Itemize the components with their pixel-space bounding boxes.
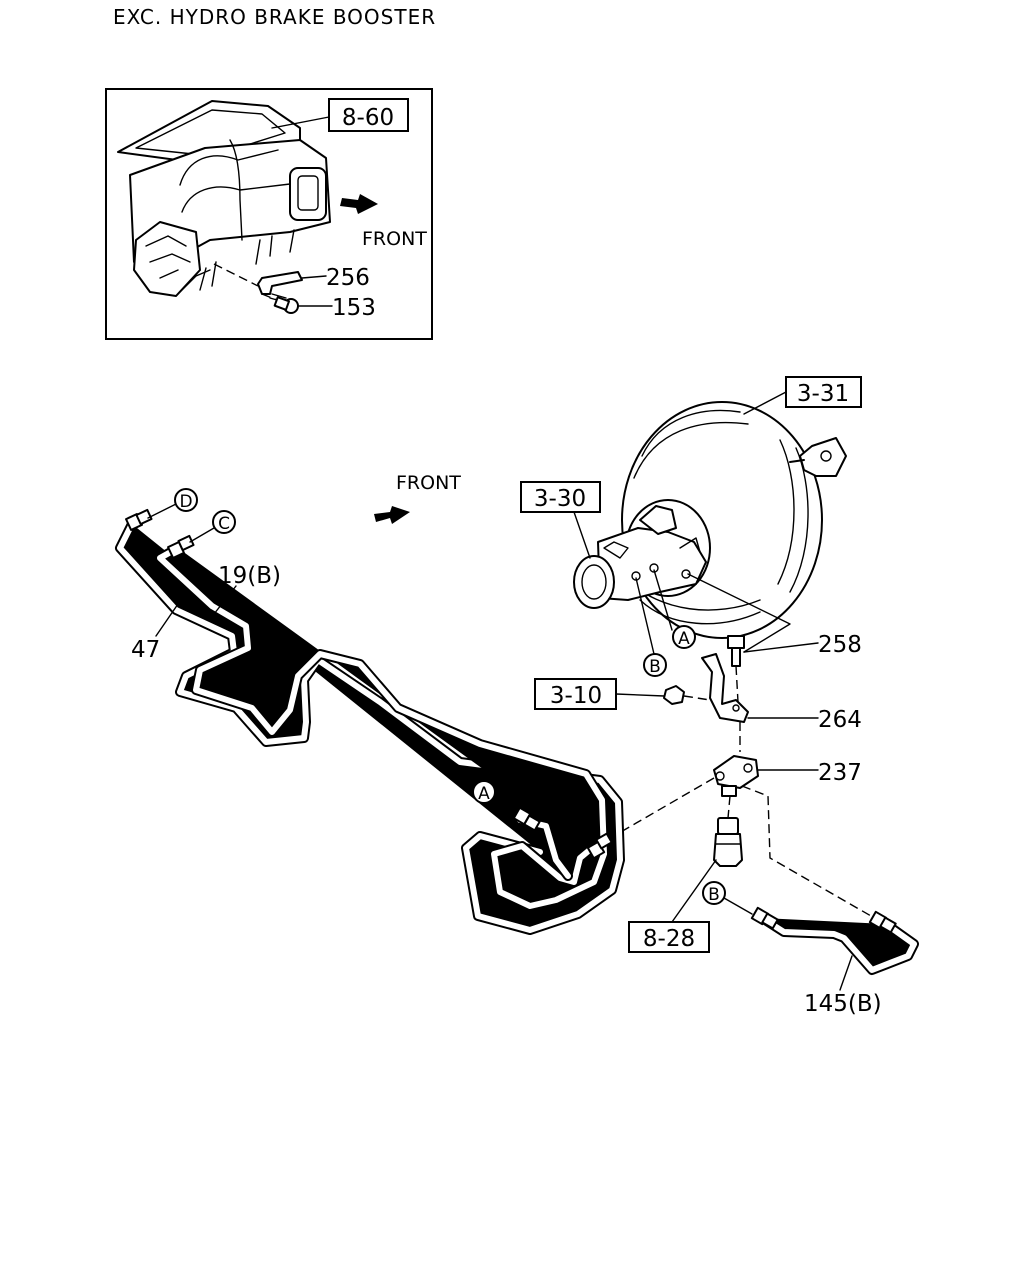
connector-a-upper: A bbox=[678, 629, 690, 649]
inset-panel: FRONT 8-60 256 153 bbox=[105, 88, 433, 340]
label-256: 256 bbox=[326, 265, 370, 291]
page-title: EXC. HYDRO BRAKE BOOSTER bbox=[113, 5, 436, 29]
front-arrow-icon bbox=[374, 506, 410, 524]
pipe-19b-drawing bbox=[160, 548, 604, 906]
bolt-258-drawing bbox=[727, 635, 745, 667]
connector-d: D bbox=[179, 492, 192, 512]
nut-3-10-drawing bbox=[663, 685, 685, 705]
main-front-label: FRONT bbox=[396, 472, 461, 494]
label-264: 264 bbox=[818, 707, 862, 733]
ref-box-8-60: 8-60 bbox=[342, 105, 394, 131]
ref-box-8-28: 8-28 bbox=[643, 926, 695, 952]
label-153: 153 bbox=[332, 295, 376, 321]
label-47: 47 bbox=[131, 637, 160, 663]
ref-box-3-31: 3-31 bbox=[797, 381, 849, 407]
pipe-fittings bbox=[125, 508, 613, 860]
heater-unit-drawing bbox=[117, 100, 331, 297]
joint-237-drawing bbox=[713, 755, 759, 797]
switch-8-28-drawing bbox=[713, 817, 743, 867]
label-19b: 19(B) bbox=[218, 563, 281, 589]
label-145b: 145(B) bbox=[804, 991, 882, 1017]
ref-box-3-10: 3-10 bbox=[550, 683, 602, 709]
label-258: 258 bbox=[818, 632, 862, 658]
connector-b-upper: B bbox=[649, 657, 661, 677]
connector-b-lower: B bbox=[708, 885, 720, 905]
inset-front-label: FRONT bbox=[362, 228, 427, 250]
front-arrow-icon bbox=[340, 194, 378, 214]
label-237: 237 bbox=[818, 760, 862, 786]
master-cylinder-drawing bbox=[573, 505, 707, 609]
connector-a-lower: A bbox=[478, 784, 490, 804]
pipe-145b-drawing bbox=[750, 906, 914, 970]
connector-c: C bbox=[218, 514, 230, 534]
ref-box-3-30: 3-30 bbox=[534, 486, 586, 512]
bracket-264-drawing bbox=[701, 653, 749, 723]
pipe-a-drawing bbox=[520, 820, 568, 876]
